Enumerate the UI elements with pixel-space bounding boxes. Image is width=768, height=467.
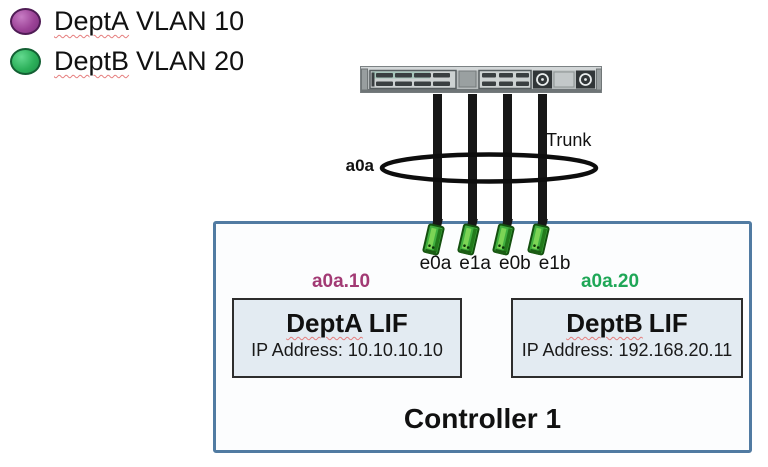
trunk-label: Trunk bbox=[546, 130, 592, 150]
ethernet-plug-icon-e1a bbox=[452, 215, 487, 262]
ethernet-plug-icon-e0b bbox=[487, 215, 522, 262]
port-label-e0b: e0b bbox=[499, 253, 531, 274]
legend-vlan10-text: VLAN 10 bbox=[136, 6, 245, 36]
deptb-lif-dept-text: DeptB bbox=[566, 308, 643, 338]
depta-lif-dept-text: DeptA bbox=[286, 308, 363, 338]
vlan-tag-a0a20: a0a.20 bbox=[580, 271, 640, 292]
trunk-cable-1 bbox=[433, 94, 442, 230]
ifgrp-a0a-ellipse bbox=[378, 149, 600, 187]
port-labels-row: e0a e1a e0b e1b bbox=[418, 253, 572, 275]
deptb-lif-rest-text: LIF bbox=[648, 308, 688, 338]
port-label-e0a: e0a bbox=[419, 253, 452, 274]
trunk-cable-4 bbox=[538, 94, 547, 230]
deptb-vlan-color-dot bbox=[10, 47, 41, 75]
legend-deptb-text: DeptB bbox=[54, 46, 130, 76]
trunk-cable-2 bbox=[468, 94, 477, 230]
depta-vlan-color-dot bbox=[10, 7, 41, 35]
ethernet-plug-icon-e1b bbox=[522, 215, 557, 262]
legend-depta-text: DeptA bbox=[54, 6, 130, 36]
deptb-lif-ip: IP Address: 192.168.20.11 bbox=[521, 339, 733, 360]
port-label-e1b: e1b bbox=[538, 253, 571, 274]
network-switch-icon bbox=[360, 64, 602, 96]
vlan-tag-a0a10: a0a.10 bbox=[311, 271, 371, 292]
legend-vlan20-text: VLAN 20 bbox=[136, 46, 245, 76]
port-label-e1a: e1a bbox=[459, 253, 491, 274]
trunk-cable-3 bbox=[503, 94, 512, 230]
ethernet-plug-icon-e0a bbox=[417, 215, 452, 262]
depta-lif-rest-text: LIF bbox=[368, 308, 408, 338]
controller-title: Controller 1 bbox=[403, 403, 562, 434]
ifgrp-label: a0a bbox=[345, 156, 374, 175]
depta-lif-ip: IP Address: 10.10.10.10 bbox=[251, 339, 443, 360]
